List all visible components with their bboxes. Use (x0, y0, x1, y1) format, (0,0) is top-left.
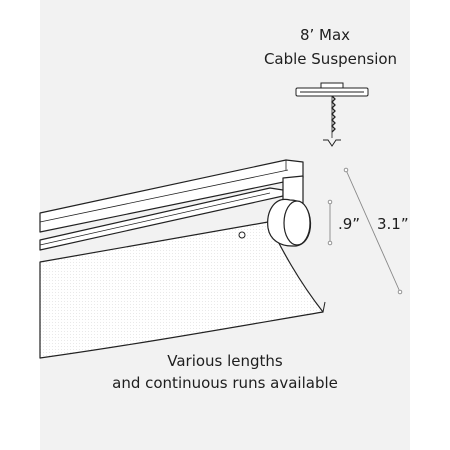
perforated-reflector (39, 221, 324, 359)
canopy-cap (320, 82, 344, 89)
fixture-housing (39, 159, 304, 233)
caption-line-2: and continuous runs available (112, 374, 338, 392)
suspension-cable (331, 95, 336, 133)
dimension-lines (327, 167, 403, 295)
cable-suspension (295, 82, 369, 147)
small-dimension-label: .9” (338, 215, 361, 233)
background-panel (40, 0, 410, 450)
mounting-hole (238, 231, 246, 239)
suspension-type-label: Cable Suspension (263, 50, 398, 68)
caption-line-1: Various lengths (167, 352, 283, 370)
large-dimension-label: 3.1” (377, 215, 409, 233)
light-fixture (39, 159, 326, 359)
cable-break (323, 139, 341, 147)
suspension-length-label: 8’ Max (299, 26, 351, 44)
large-dimension-line (345, 169, 401, 293)
